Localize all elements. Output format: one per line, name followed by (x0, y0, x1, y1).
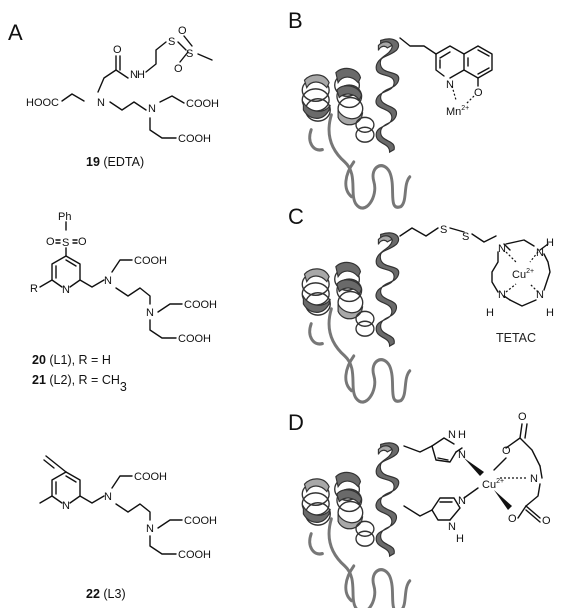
o-atom-label: O (542, 515, 551, 527)
n-atom-label: N (146, 523, 154, 535)
panel-label-c: C (288, 204, 304, 229)
pyridine-n-label: N (62, 284, 70, 296)
cooh-label: COOH (186, 98, 219, 110)
compound-22-structure (39, 455, 183, 555)
s-atom-label: S (62, 237, 69, 249)
pyridine-n-label: N (62, 500, 70, 512)
ida-n-label: N (530, 473, 538, 485)
o-atom-label: O (178, 25, 187, 37)
cooh-label: COOH (184, 515, 217, 527)
protein-cartoon-c (300, 231, 412, 404)
imidazole-n-label: N (448, 429, 456, 441)
n-atom-label: N (148, 103, 156, 115)
s-atom-label: S (440, 224, 447, 236)
imidazole-n-label: N (458, 449, 466, 461)
imidazole-n-label: N (458, 495, 466, 507)
n-atom-label: N (536, 247, 544, 259)
manganese-ion-label: Mn2+ (446, 105, 469, 118)
hydroxyquinoline-mn-structure (399, 37, 493, 105)
cooh-label: COOH (134, 471, 167, 483)
compound-21-caption: 21 (L2), R = CH3 (32, 373, 127, 394)
o-atom-label: O (113, 44, 122, 56)
histidine-copper-ida-structure (403, 423, 543, 523)
n-atom-label: N (498, 289, 506, 301)
compound-19-structure (61, 35, 213, 139)
compound-22-caption: 22 (L3) (86, 587, 126, 601)
o-atom-label: O (518, 411, 527, 423)
s-atom-label: S (462, 231, 469, 243)
n-atom-label: N (97, 97, 105, 109)
panel-label-a: A (8, 20, 23, 45)
n-atom-label: N (104, 491, 112, 503)
h-atom-label: H (458, 429, 466, 441)
cooh-label: COOH (184, 299, 217, 311)
n-atom-label: N (104, 275, 112, 287)
protein-cartoon-b (300, 37, 412, 210)
copper-ion-label: Cu2+ (512, 268, 534, 281)
panel-label-d: D (288, 410, 304, 435)
panel-label-b: B (288, 8, 303, 33)
phenyl-label: Ph (58, 211, 71, 223)
imidazole-n-label: N (448, 521, 456, 533)
h-atom-label: H (456, 533, 464, 545)
o-atom-label: O (508, 513, 517, 525)
tetac-copper-structure (399, 227, 551, 307)
n-atom-label: N (536, 289, 544, 301)
n-atom-label: N (146, 307, 154, 319)
s-atom-label: S (168, 36, 175, 48)
copper-ion-label: Cu2+ (482, 478, 504, 491)
cooh-label: COOH (178, 133, 211, 145)
o-atom-label: O (78, 236, 87, 248)
h-atom-label: H (546, 237, 554, 249)
n-atom-label: N (130, 69, 138, 81)
n-atom-label: N (498, 243, 506, 255)
r-group-label: R (30, 283, 38, 295)
o-atom-label: O (174, 63, 183, 75)
protein-cartoon-d (300, 441, 412, 608)
h-atom-label: H (137, 69, 145, 81)
compound-20-caption: 20 (L1), R = H (32, 353, 111, 367)
h-atom-label: H (486, 307, 494, 319)
s-atom-label: S (186, 48, 193, 60)
cooh-label: COOH (178, 333, 211, 345)
cooh-label: COOH (134, 255, 167, 267)
cooh-label: COOH (178, 549, 211, 561)
phenolate-o-label: O (474, 87, 483, 99)
h-atom-label: H (546, 307, 554, 319)
compound-20-21-structure (39, 221, 183, 339)
quinoline-n-label: N (446, 79, 454, 91)
o-atom-label: O (502, 445, 511, 457)
o-atom-label: O (46, 236, 55, 248)
hooc-label: HOOC (26, 97, 59, 109)
compound-19-caption: 19 (EDTA) (86, 155, 144, 169)
tetac-caption: TETAC (496, 331, 536, 345)
